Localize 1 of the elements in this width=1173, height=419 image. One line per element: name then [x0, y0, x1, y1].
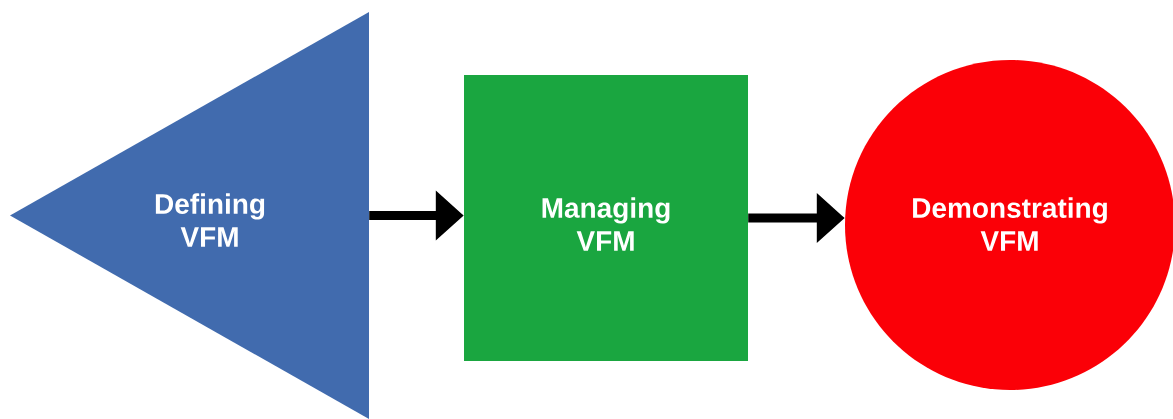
square-box: Managing VFM [464, 75, 748, 361]
